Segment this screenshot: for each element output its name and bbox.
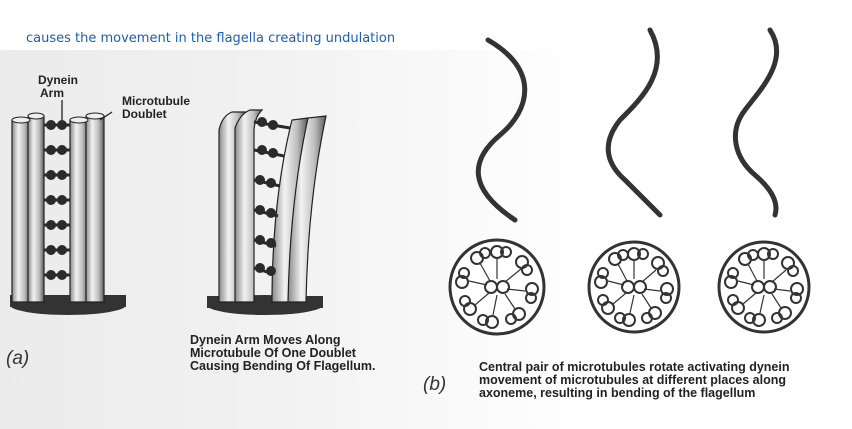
panel-a-caption: Dynein Arm Moves Along Microtubule Of On… (190, 334, 375, 373)
axoneme-cross-sections (448, 238, 811, 336)
panel-b-caption-line2: movement of microtubules at different pl… (479, 373, 787, 387)
axoneme-section-1 (448, 238, 546, 336)
scanned-figure-background (0, 50, 852, 429)
dynein-arm-label-line2: Arm (40, 86, 65, 100)
microtubule-doublet-label: Microtubule Doublet (122, 95, 190, 121)
bent-doublet-assembly (207, 109, 327, 315)
straight-doublet-assembly (10, 100, 126, 315)
panel-b-caption-line1: Central pair of microtubules rotate acti… (479, 360, 790, 374)
panel-a-letter: (a) (6, 348, 30, 369)
panel-b-caption-line3: axoneme, resulting in bending of the fla… (479, 386, 756, 400)
panel-a-caption-line1: Dynein Arm Moves Along (190, 333, 341, 347)
microtubule-doublet-label-line1: Microtubule (122, 94, 190, 108)
wavy-flagella (475, 27, 780, 223)
panel-a-caption-line3: Causing Bending Of Flagellum. (190, 359, 376, 373)
panel-b-caption: Central pair of microtubules rotate acti… (479, 361, 789, 400)
microtubule-doublet-label-line2: Doublet (122, 107, 167, 121)
axoneme-section-2 (587, 240, 681, 334)
top-caption: causes the movement in the flagella crea… (26, 31, 396, 46)
panel-a-caption-line2: Microtubule Of One Doublet (190, 346, 356, 360)
dynein-arm-label: Dynein Arm (38, 74, 78, 100)
axoneme-section-3 (717, 240, 811, 334)
dynein-arm-label-line1: Dynein (38, 73, 79, 87)
panel-b-letter: (b) (423, 374, 447, 395)
